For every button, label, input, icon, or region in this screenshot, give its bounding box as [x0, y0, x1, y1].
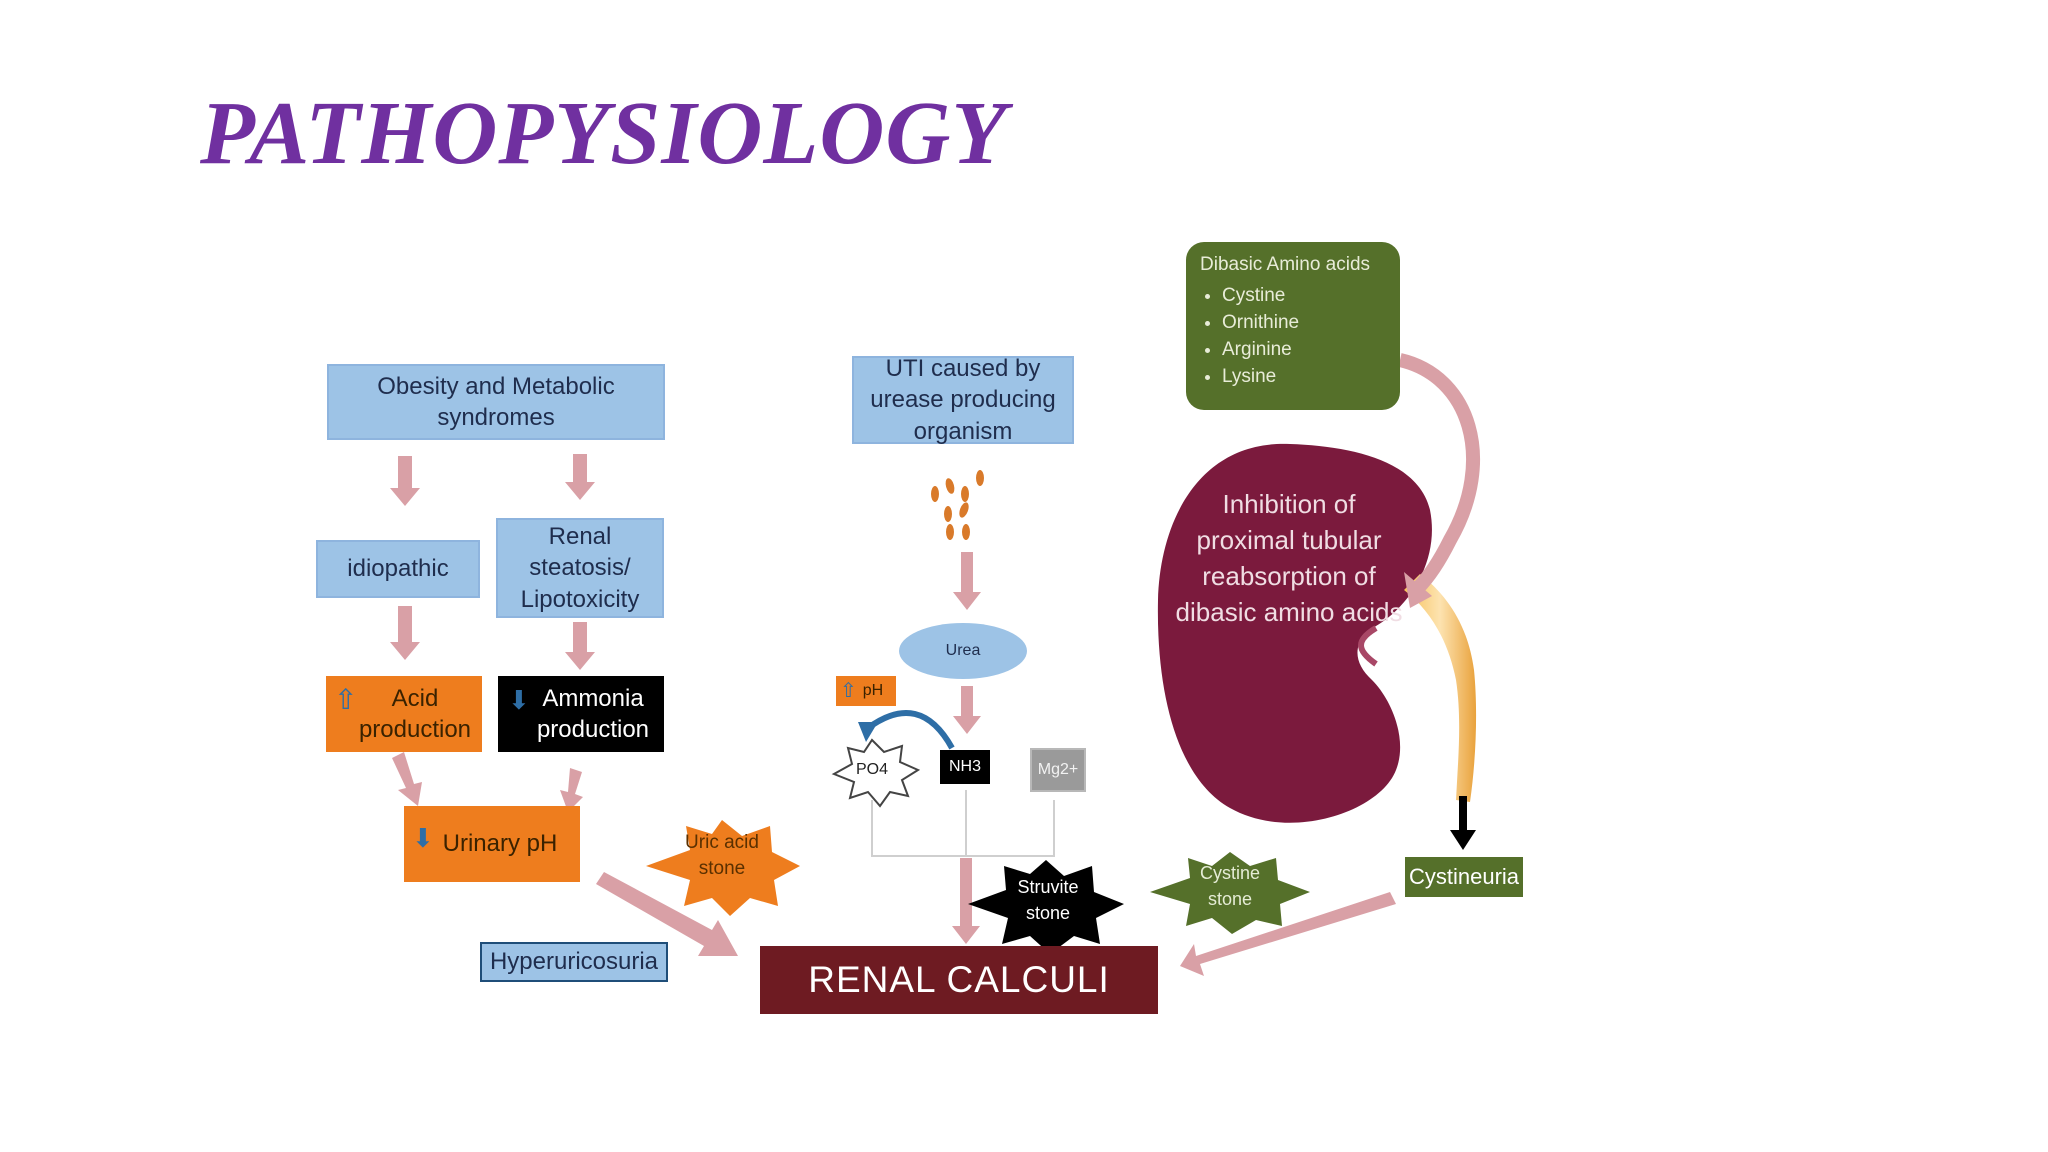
black-arrow — [1450, 796, 1476, 850]
amino-to-kidney-arrow — [1398, 353, 1480, 593]
amino-acid-item: Lysine — [1222, 363, 1386, 390]
cystine-star — [1150, 852, 1310, 934]
struvite-star — [968, 860, 1124, 954]
urinary-ph-box: ⬇ Urinary pH — [404, 806, 580, 882]
po4-burst — [831, 738, 921, 808]
uti-box: UTI caused by urease producing organism — [852, 355, 1074, 445]
nh3-box: NH3 — [940, 750, 990, 784]
ammonia-production-box: ⬇ Ammonia production — [498, 676, 664, 752]
cystineuria-box: Cystineuria — [1405, 857, 1523, 897]
renal-calculi-box: RENAL CALCULI — [760, 946, 1158, 1014]
up-arrow-icon — [840, 678, 857, 704]
uric-acid-star — [646, 820, 800, 916]
curved-arrow — [866, 710, 955, 750]
down-arrow-icon: ⬇ — [508, 685, 530, 715]
renal-steatosis-box: Renal steatosis/ Lipotoxicity — [496, 518, 664, 618]
uric-acid-stone-label: Uric acid stone — [685, 832, 759, 879]
page-title: PATHOPYSIOLOGY — [200, 84, 1008, 183]
amino-acid-item: Arginine — [1222, 336, 1386, 363]
kidney-shape — [1157, 443, 1432, 823]
ph-label: pH — [862, 681, 884, 699]
up-arrow-icon — [334, 682, 357, 718]
acid-production-label: Acid production — [358, 684, 472, 743]
mg-box: Mg2+ — [1030, 748, 1086, 792]
idiopathic-box: idiopathic — [316, 540, 480, 598]
ammonia-production-label: Ammonia production — [536, 684, 650, 743]
cystine-stone-label: Cystine stone — [1199, 863, 1261, 909]
urinary-ph-label: Urinary pH — [442, 830, 558, 858]
po4-label: PO4 — [855, 760, 888, 778]
amino-acids-list: Cystine Ornithine Arginine Lysine — [1200, 282, 1386, 390]
dibasic-amino-acids-box: Dibasic Amino acids Cystine Ornithine Ar… — [1186, 242, 1400, 410]
ph-box: pH — [836, 676, 896, 706]
urease-organisms — [931, 470, 984, 540]
amino-acids-heading: Dibasic Amino acids — [1200, 254, 1371, 275]
hyperuricosuria-box: Hyperuricosuria — [480, 942, 668, 982]
obesity-box: Obesity and Metabolic syndromes — [327, 364, 665, 440]
acid-production-box: Acid production — [326, 676, 482, 752]
urea-label: Urea — [945, 641, 981, 659]
struvite-stone-label: Struvite stone — [1017, 877, 1079, 923]
amino-acid-item: Ornithine — [1222, 309, 1386, 336]
ureter — [1404, 574, 1477, 802]
urea-ellipse — [899, 623, 1027, 679]
flow-arrows — [390, 454, 1396, 976]
kidney-label: Inhibition of proximal tubular reabsorpt… — [1175, 489, 1403, 627]
down-arrow-icon: ⬇ — [412, 823, 434, 853]
amino-acid-item: Cystine — [1222, 282, 1386, 309]
